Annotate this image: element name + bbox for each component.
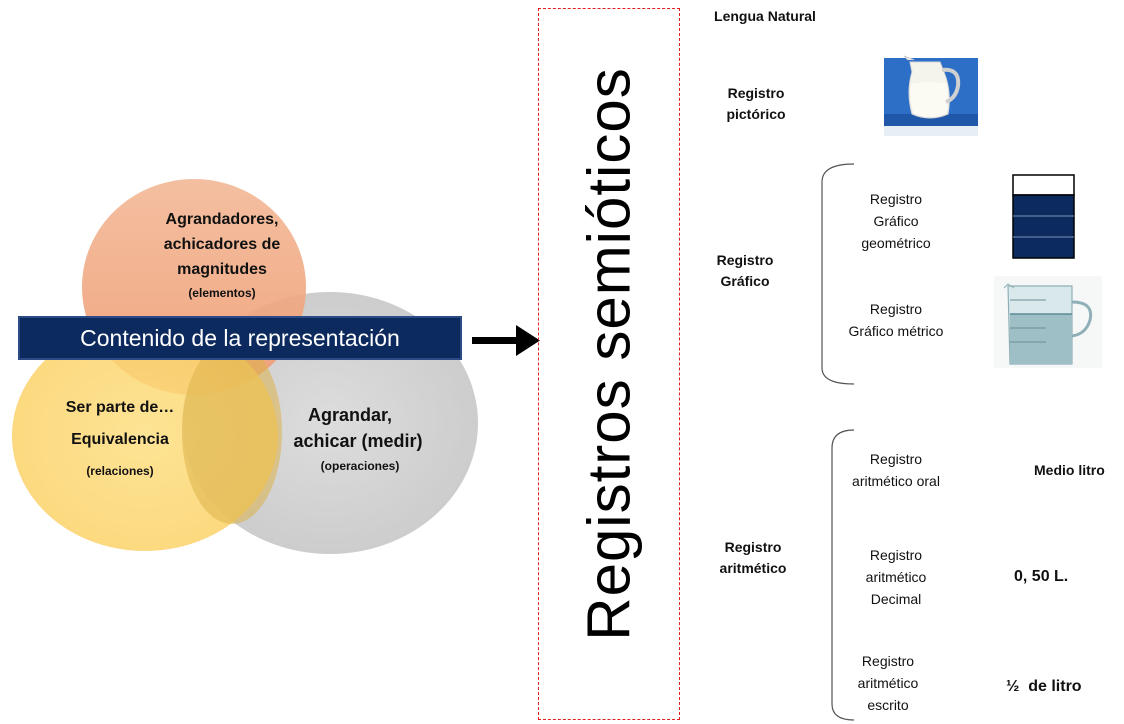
venn-top-sub: (elementos) (188, 286, 256, 300)
aritmetico-decimal-label: Registro aritmético Decimal (865, 547, 927, 607)
vertical-title: Registros semióticos (575, 67, 643, 641)
venn-left-title-2: Equivalencia (71, 431, 169, 448)
venn-right-title-1: Agrandar, (307, 405, 393, 425)
escrito-value: ½ de litro (1006, 678, 1082, 695)
content-banner: Contenido de la representación (18, 316, 462, 360)
grafico-label: Registro Gráfico (716, 252, 774, 289)
aritmetico-escrito-label: Registro aritmético escrito (857, 653, 919, 713)
right-arrow-icon (472, 325, 540, 356)
milk-jug-icon (880, 52, 980, 140)
aritmetico-oral-label: Registro aritmético oral (852, 451, 940, 489)
pictorico-label: Registro pictórico (726, 85, 786, 122)
grafico-brace (821, 163, 855, 385)
venn-left-title-1: Ser parte de… (65, 399, 175, 416)
oral-value: Medio litro (1034, 462, 1105, 478)
venn-right-sub: (operaciones) (320, 459, 400, 473)
venn-left-sub: (relaciones) (86, 464, 154, 478)
grafico-geometrico-label: Registro Gráfico geométrico (861, 191, 931, 251)
decimal-value: 0, 50 L. (1014, 568, 1069, 585)
venn-right-title-2: achicar (medir) (293, 431, 423, 451)
geometric-bar-icon (1012, 174, 1075, 259)
semiotic-registers-box (538, 8, 680, 720)
grafico-metrico-label: Registro Gráfico métrico (848, 301, 944, 339)
venn-top-title: Agrandadores, achicadores de magnitudes (163, 211, 281, 278)
venn-center-overlap (182, 340, 282, 524)
lengua-natural-label: Lengua Natural (714, 8, 816, 24)
aritmetico-label: Registro aritmético (719, 539, 787, 576)
aritmetico-brace (831, 429, 855, 721)
measuring-jug-icon (994, 276, 1102, 368)
